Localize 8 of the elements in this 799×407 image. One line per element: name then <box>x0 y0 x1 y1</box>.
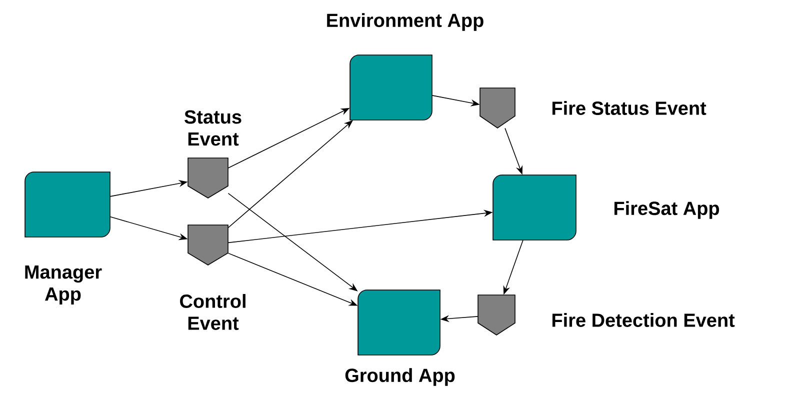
node-label: FireSat App <box>614 201 720 219</box>
node-label: Fire Status Event <box>552 101 706 115</box>
node-label: Manager App <box>25 266 102 304</box>
node-label: Fire Detection Event <box>552 313 735 327</box>
node-label: Ground App <box>345 368 455 386</box>
node-label: Control Event <box>180 294 246 330</box>
node-label: Status Event <box>184 110 242 146</box>
node-label: Environment App <box>327 13 484 31</box>
